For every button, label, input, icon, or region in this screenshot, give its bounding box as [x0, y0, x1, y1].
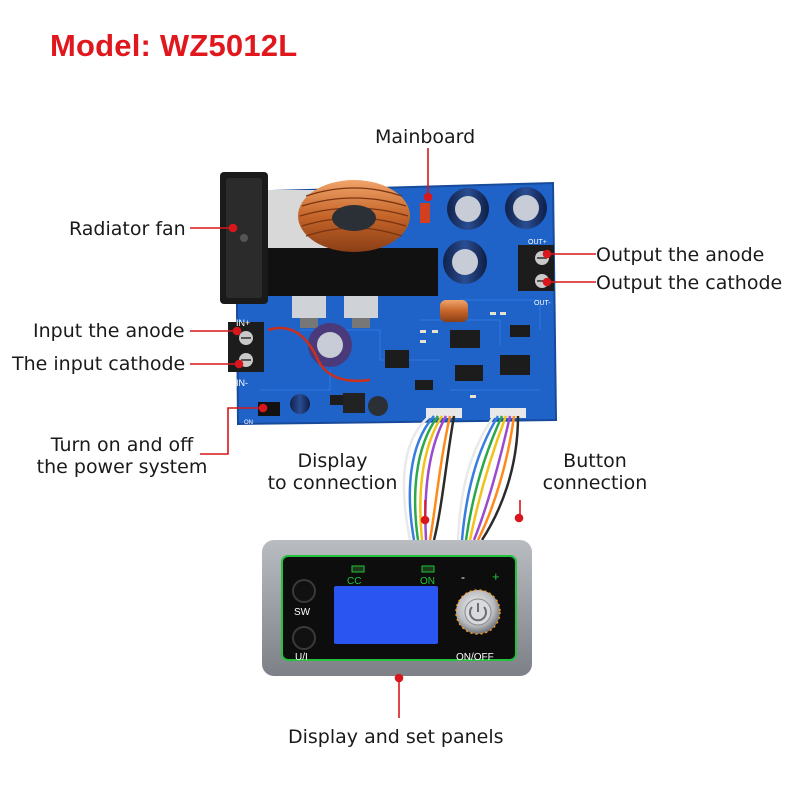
- mainboard-label: Mainboard: [375, 126, 476, 148]
- inductor-coil-icon: [298, 180, 410, 252]
- onoff-label: ON/OFF: [456, 652, 494, 663]
- display-panel: CC ON SW U/I - + ON/OFF: [262, 540, 532, 676]
- output-cathode-label: Output the cathode: [596, 272, 783, 294]
- power-switch-label-line2: the power system: [36, 456, 208, 478]
- fan-icon: [240, 234, 248, 242]
- radiator-fan-label: Radiator fan: [69, 218, 186, 240]
- out-plus-marking: OUT+: [528, 239, 547, 246]
- on-label: ON: [420, 576, 435, 587]
- on-marking: ON: [244, 420, 253, 426]
- button-connection-line1: Button: [563, 450, 627, 472]
- button-cable: [456, 415, 520, 541]
- output-anode-label: Output the anode: [596, 244, 765, 266]
- panel-label: Display and set panels: [288, 726, 504, 748]
- callout-pointers: [190, 148, 596, 718]
- out-minus-marking: OUT-: [534, 300, 551, 307]
- lcd-screen: [334, 586, 438, 644]
- display-connection-line1: Display: [297, 450, 368, 472]
- ui-label: U/I: [295, 652, 308, 663]
- input-cathode-label: The input cathode: [12, 353, 186, 375]
- power-switch-label: Turn on and off the power system: [22, 434, 222, 478]
- power-icon: [469, 603, 487, 622]
- in-plus-marking: IN+: [236, 318, 250, 328]
- sw-button: [292, 579, 316, 603]
- capacitor-icon: [290, 187, 547, 416]
- minus-marking: -: [461, 570, 465, 584]
- sw-label: SW: [294, 607, 311, 618]
- resistor: [420, 203, 430, 223]
- ui-button: [292, 626, 316, 650]
- input-anode-label: Input the anode: [33, 320, 185, 342]
- model-title: Model: WZ5012L: [50, 28, 298, 63]
- display-cable: [402, 415, 456, 541]
- button-connector: [490, 408, 526, 418]
- mosfets: [292, 296, 378, 328]
- button-connection-line2: connection: [542, 472, 648, 494]
- small-inductor: [440, 300, 468, 322]
- display-connector: [426, 408, 462, 418]
- on-led: [421, 565, 435, 573]
- display-connection-label: Display to connection: [250, 450, 415, 494]
- plus-marking: +: [492, 569, 500, 584]
- fan-wire: [267, 326, 371, 383]
- button-connection-label: Button connection: [530, 450, 660, 494]
- power-switch-label-line1: Turn on and off: [50, 434, 194, 456]
- display-connection-line2: to connection: [267, 472, 398, 494]
- cc-label: CC: [347, 576, 361, 587]
- cc-led: [351, 565, 365, 573]
- in-minus-marking: IN-: [236, 378, 248, 388]
